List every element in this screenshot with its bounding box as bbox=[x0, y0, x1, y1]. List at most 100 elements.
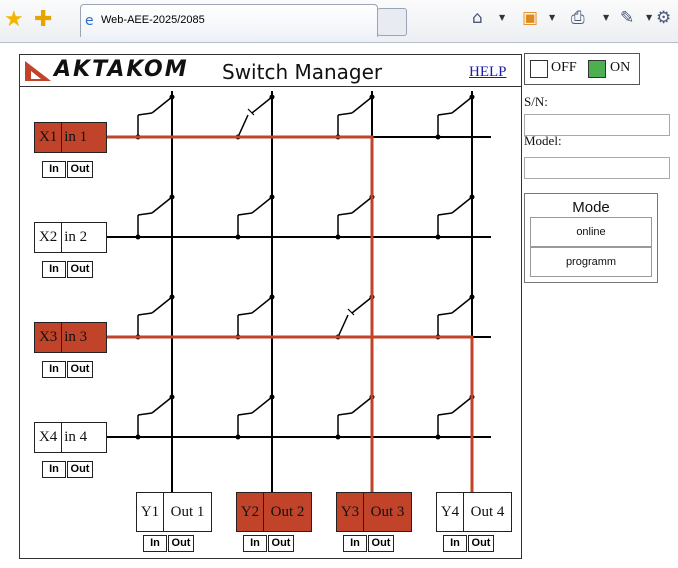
output-id: Y2 bbox=[240, 504, 260, 520]
output-divider bbox=[163, 493, 164, 531]
off-label: OFF bbox=[551, 60, 577, 75]
print-dropdown-icon[interactable]: ▼ bbox=[603, 13, 610, 22]
crosspoint-switch-x4-y1[interactable] bbox=[135, 394, 175, 440]
in-button[interactable]: In bbox=[42, 461, 66, 478]
in-button[interactable]: In bbox=[243, 535, 267, 552]
input-name: in 2 bbox=[64, 229, 88, 245]
page-icon[interactable]: ✎ bbox=[620, 8, 635, 28]
home-icon[interactable]: ⌂ bbox=[472, 8, 483, 28]
input-divider bbox=[61, 123, 63, 152]
page-dropdown-icon[interactable]: ▼ bbox=[646, 13, 653, 22]
crosspoint-switch-x2-y4[interactable] bbox=[435, 194, 475, 240]
crosspoint-switch-x2-y2[interactable] bbox=[235, 194, 275, 240]
crosspoint-switch-x4-y2[interactable] bbox=[235, 394, 275, 440]
in-button[interactable]: In bbox=[143, 535, 167, 552]
matrix-wiring bbox=[106, 91, 491, 492]
input-block-2[interactable]: X2 in 2 bbox=[34, 222, 107, 253]
crosspoint-switch-x4-y4[interactable] bbox=[435, 394, 475, 440]
output-divider bbox=[463, 493, 464, 531]
in-button[interactable]: In bbox=[42, 161, 66, 178]
output-name: Out 1 bbox=[170, 504, 205, 520]
browser-tab[interactable]: e Web-AEE-2025/2085 bbox=[80, 4, 378, 37]
ie-page-icon: e bbox=[85, 13, 94, 29]
off-swatch bbox=[530, 60, 548, 78]
crosspoint-switch-x4-y3[interactable] bbox=[335, 394, 375, 440]
output-name: Out 3 bbox=[370, 504, 405, 520]
active-route-x1-y2 bbox=[106, 135, 374, 492]
crosspoint-switch-x2-y1[interactable] bbox=[135, 194, 175, 240]
out-button[interactable]: Out bbox=[67, 161, 93, 178]
out-button[interactable]: Out bbox=[368, 535, 394, 552]
mode-panel: Mode online programm bbox=[524, 193, 658, 283]
on-label: ON bbox=[610, 60, 631, 75]
in-button[interactable]: In bbox=[343, 535, 367, 552]
sn-field[interactable] bbox=[524, 114, 670, 136]
output-id: Y1 bbox=[140, 504, 160, 520]
in-button[interactable]: In bbox=[42, 261, 66, 278]
online-button[interactable]: online bbox=[530, 217, 652, 247]
crosspoint-switch-x1-y1[interactable] bbox=[135, 94, 175, 140]
input-block-4[interactable]: X4 in 4 bbox=[34, 422, 107, 453]
crosspoint-switch-x1-y4[interactable] bbox=[435, 94, 475, 140]
output-block-4[interactable]: Y4 Out 4 bbox=[436, 492, 512, 532]
print-icon[interactable]: ⎙ bbox=[571, 8, 585, 28]
crosspoint-switch-x1-y3[interactable] bbox=[335, 94, 375, 140]
input-id: X4 bbox=[38, 429, 58, 445]
output-divider bbox=[363, 493, 364, 531]
rss-feed-icon[interactable]: ▣ bbox=[522, 8, 539, 28]
aktakom-logo-icon bbox=[25, 61, 51, 81]
model-field[interactable] bbox=[524, 157, 670, 179]
page-title: Switch Manager bbox=[222, 60, 383, 84]
out-button[interactable]: Out bbox=[468, 535, 494, 552]
rss-dropdown-icon[interactable]: ▼ bbox=[549, 13, 556, 22]
output-block-1[interactable]: Y1 Out 1 bbox=[136, 492, 212, 532]
mode-title: Mode bbox=[572, 199, 610, 216]
input-divider bbox=[61, 223, 63, 252]
out-button[interactable]: Out bbox=[268, 535, 294, 552]
programm-button[interactable]: programm bbox=[530, 247, 652, 277]
crosspoint-switch-x2-y3[interactable] bbox=[335, 194, 375, 240]
crosspoint-switch-x3-y2[interactable] bbox=[235, 294, 275, 340]
crosspoint-switch-x3-y4[interactable] bbox=[435, 294, 475, 340]
out-button[interactable]: Out bbox=[67, 461, 93, 478]
in-button[interactable]: In bbox=[443, 535, 467, 552]
on-swatch bbox=[588, 60, 606, 78]
in-button[interactable]: In bbox=[42, 361, 66, 378]
input-divider bbox=[61, 423, 63, 452]
output-name: Out 2 bbox=[270, 504, 305, 520]
crosspoint-switch-x1-y2[interactable] bbox=[235, 94, 275, 140]
legend-box: OFF ON bbox=[524, 53, 640, 85]
out-button[interactable]: Out bbox=[67, 261, 93, 278]
model-label: Model: bbox=[524, 133, 562, 148]
crosspoint-switch-x3-y3[interactable] bbox=[335, 294, 375, 340]
favorites-star-icon[interactable]: ★ bbox=[4, 7, 24, 32]
new-tab-button[interactable] bbox=[377, 8, 407, 36]
output-name: Out 4 bbox=[470, 504, 505, 520]
input-id: X2 bbox=[38, 229, 58, 245]
app-header: AKTAKOM Switch Manager HELP bbox=[19, 54, 522, 88]
input-id: X1 bbox=[38, 129, 58, 145]
add-favorite-icon[interactable]: ✚ bbox=[34, 7, 53, 32]
tools-gear-icon[interactable]: ⚙ bbox=[656, 8, 672, 28]
output-block-2[interactable]: Y2 Out 2 bbox=[236, 492, 312, 532]
output-id: Y4 bbox=[440, 504, 460, 520]
out-button[interactable]: Out bbox=[168, 535, 194, 552]
out-button[interactable]: Out bbox=[67, 361, 93, 378]
crosspoint-switch-x3-y1[interactable] bbox=[135, 294, 175, 340]
input-name: in 4 bbox=[64, 429, 88, 445]
help-link[interactable]: HELP bbox=[469, 64, 507, 80]
home-dropdown-icon[interactable]: ▼ bbox=[499, 13, 506, 22]
browser-toolbar: ★ ✚ e Web-AEE-2025/2085 ⌂ ▼ ▣ ▼ ⎙ ▼ ✎ ▼ … bbox=[0, 0, 678, 43]
